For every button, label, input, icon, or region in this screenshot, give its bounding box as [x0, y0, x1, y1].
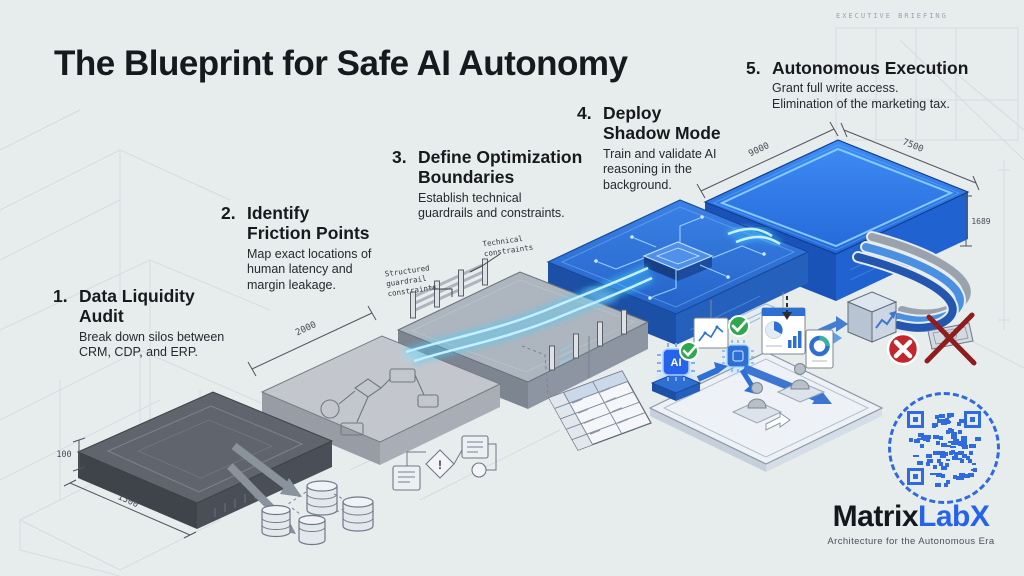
human-figures [731, 363, 826, 431]
line-chart-card [693, 317, 729, 349]
glow-pipes-upper [726, 225, 782, 247]
dim-height-label: 100 [56, 450, 71, 460]
dim-p2-width-label: 2000 [294, 320, 318, 338]
qr-finder-icon [907, 468, 924, 485]
step-number: 4. [577, 103, 592, 123]
qr-finder-patterns [905, 409, 983, 487]
step-5-autonomous-execution: 5. Autonomous Execution Grant full write… [746, 58, 968, 113]
alert-glyph: ! [438, 458, 442, 472]
guardrail-fence-front [549, 309, 627, 371]
step-1-data-liquidity-audit: 1. Data Liquidity Audit Break down silos… [53, 286, 224, 361]
constraints-table [521, 336, 652, 451]
step-4-deploy-shadow-mode: 4. Deploy Shadow Mode Train and validate… [577, 103, 721, 194]
step-body: Establish technical guardrails and const… [418, 190, 565, 221]
logo-tagline: Architecture for the Autonomous Era [827, 536, 995, 547]
qr-finder-icon [964, 411, 981, 428]
database-cluster [227, 442, 374, 546]
step-number: 2. [221, 203, 236, 223]
execution-cube [846, 291, 898, 343]
step-title: Data Liquidity Audit [79, 286, 195, 327]
background-header-text: EXECUTIVE BRIEFING [836, 12, 948, 20]
step-body: Train and validate AI reasoning in the b… [603, 146, 717, 193]
guardrail-fence-left [410, 258, 488, 319]
brand-logo: MatrixLabX Architecture for the Autonomo… [806, 500, 1016, 548]
cpu-chip-icon [726, 344, 750, 368]
qr-code [888, 392, 1000, 504]
logo-name-accent: LabX [918, 500, 990, 533]
ai-chip-label: AI [671, 357, 682, 369]
error-x-icon [886, 332, 920, 366]
step-number: 3. [392, 147, 407, 167]
alert-flowchart: ! [392, 435, 497, 491]
step-3-define-optimization-boundaries: 3. Define Optimization Boundaries Establ… [392, 147, 582, 222]
step-body: Grant full write access. Elimination of … [772, 81, 950, 112]
qr-finder-icon [907, 411, 924, 428]
qr-code-dots [905, 409, 983, 488]
glow-pipes-lower [402, 264, 654, 365]
dim-p5-height-label: 1689 [971, 217, 990, 226]
platform-1-audit [76, 391, 334, 529]
step-title: Identify Friction Points [247, 203, 370, 244]
step-body: Break down silos between CRM, CDP, and E… [79, 329, 225, 360]
validation-scene: AI [648, 292, 884, 472]
dim-p5-left-label: 9000 [747, 141, 771, 159]
logo-name-primary: Matrix [832, 500, 919, 533]
step-title: Define Optimization Boundaries [418, 147, 583, 188]
step-body: Map exact locations of human latency and… [247, 246, 372, 293]
check-icons [679, 315, 750, 361]
metric-cards [693, 292, 834, 369]
output-pipes [852, 231, 973, 334]
crossed-banknote-icon [924, 312, 977, 366]
step-title: Deploy Shadow Mode [603, 103, 721, 144]
step-number: 1. [53, 286, 68, 306]
platform-2-friction [260, 335, 502, 465]
step-title: Autonomous Execution [772, 58, 969, 78]
step-2-identify-friction-points: 2. Identify Friction Points Map exact lo… [221, 203, 371, 294]
step-number: 5. [746, 58, 761, 78]
page-title: The Blueprint for Safe AI Autonomy [54, 44, 628, 83]
